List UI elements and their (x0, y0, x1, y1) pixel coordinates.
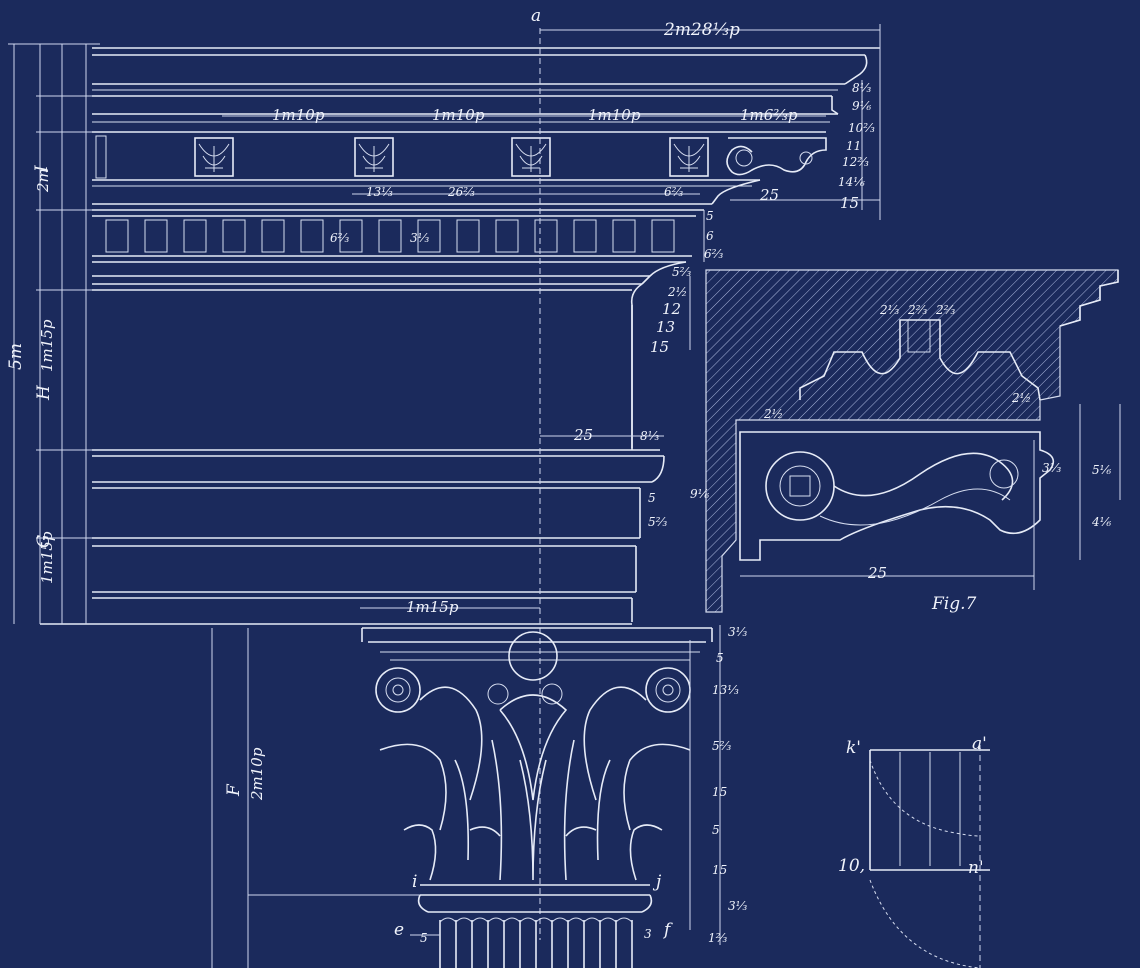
letter-H: H (34, 385, 54, 400)
dim-d-2c: 2⅔ (936, 303, 956, 317)
dim-c-5c2: 5 (712, 823, 720, 837)
dim-m-5: 5 (648, 491, 656, 505)
dim-m-9: 9⅙ (690, 487, 710, 501)
dim-dentil-3: 3⅓ (410, 231, 430, 245)
dim-d-2a: 2⅓ (880, 303, 900, 317)
point-a-prime: a' (972, 734, 987, 754)
dim-c-13: 13⅓ (712, 683, 739, 697)
modillions (95, 135, 827, 179)
dim-proj-15b: 15 (650, 338, 670, 356)
dim-modillion-3: 1m10p (588, 106, 641, 124)
dim-total-height: 5m (6, 343, 26, 370)
dim-capital-width: 1m15p (406, 598, 459, 616)
dim-dentil-6b: 6⅔ (330, 231, 350, 245)
left-dimensions (8, 43, 100, 624)
dim-modillion-1: 1m10p (272, 106, 325, 124)
dim-r-6a: 6 (706, 229, 714, 243)
fig-7-label: Fig.7 (932, 594, 977, 614)
dim-r-5c: 5⅔ (672, 265, 692, 279)
right-dimensions (689, 80, 863, 350)
dim-r-5a: 5 (706, 209, 714, 223)
dim-c-15a: 15 (712, 785, 728, 799)
frieze (92, 289, 633, 450)
dim-top-width: 2m28⅓p (664, 20, 740, 40)
dim-r-11: 11 (846, 139, 862, 153)
dim-c-15b: 15 (712, 863, 728, 877)
letter-F: F (224, 784, 244, 796)
point-e: e (394, 920, 405, 940)
point-10: 10, (838, 856, 866, 876)
flute-section (869, 745, 990, 968)
dim-entab-height: 1m15p (38, 319, 56, 372)
dim-dentil-26: 26⅔ (448, 185, 475, 199)
dim-c-33: 3⅓ (728, 899, 748, 913)
dim-d-3: 3⅓ (1042, 461, 1062, 475)
point-f: f (664, 920, 671, 940)
dentil-course (92, 215, 696, 448)
dim-arch-8: 8⅓ (640, 429, 660, 443)
dim-r-6b: 6⅔ (704, 247, 724, 261)
dim-c-5c: 5⅔ (648, 515, 668, 529)
dim-d-22: 2½ (1012, 391, 1032, 405)
dim-proj-15: 15 (840, 194, 860, 212)
dim-r-8: 8⅓ (852, 81, 872, 95)
dim-detail-25: 25 (868, 564, 888, 582)
dim-frieze-height: 2m (34, 168, 52, 192)
dim-c-15c: 1⅔ (708, 931, 728, 945)
dim-r-10: 10⅔ (848, 121, 875, 135)
dim-capital-height: 2m10p (248, 747, 266, 800)
dim-c-f3: 3 (644, 927, 652, 941)
dim-modillion-4: 1m6⅔p (740, 106, 798, 124)
dim-modillion-2: 1m10p (432, 106, 485, 124)
dim-arch-height: 1m15p (38, 531, 56, 584)
dim-dentil-6: 6⅔ (664, 185, 684, 199)
point-i: i (412, 872, 418, 892)
dim-r-14: 14⅙ (838, 175, 865, 189)
dim-proj-12: 12 (662, 300, 682, 318)
dim-proj-25: 25 (760, 186, 780, 204)
dim-r-2d: 2½ (668, 285, 688, 299)
cornice (92, 47, 880, 211)
axis-label-a: a (531, 6, 542, 26)
fig7-detail (705, 269, 1121, 613)
dim-c-5b: 5⅔ (712, 739, 732, 753)
dim-d-2b: 2⅔ (908, 303, 928, 317)
point-n-prime: n' (968, 858, 984, 878)
dim-dentil-13: 13⅓ (366, 185, 393, 199)
point-k-prime: k' (846, 738, 861, 758)
capital (211, 625, 721, 968)
dim-c-5: 5 (716, 651, 724, 665)
dim-d-4: 4⅙ (1092, 515, 1112, 529)
architrave (40, 449, 665, 625)
dim-d-5: 5⅙ (1092, 463, 1112, 477)
dim-r-12: 12⅔ (842, 155, 869, 169)
dim-d-21: 2½ (764, 407, 784, 421)
dim-proj-13: 13 (656, 318, 676, 336)
dim-arch-25: 25 (574, 426, 594, 444)
dim-r-9: 9⅙ (852, 99, 872, 113)
dim-c-3: 3⅓ (728, 625, 748, 639)
column-flutes (439, 917, 633, 968)
top-dimension (222, 24, 881, 609)
dim-c-e5: 5 (420, 931, 428, 945)
point-j: j (656, 872, 662, 892)
